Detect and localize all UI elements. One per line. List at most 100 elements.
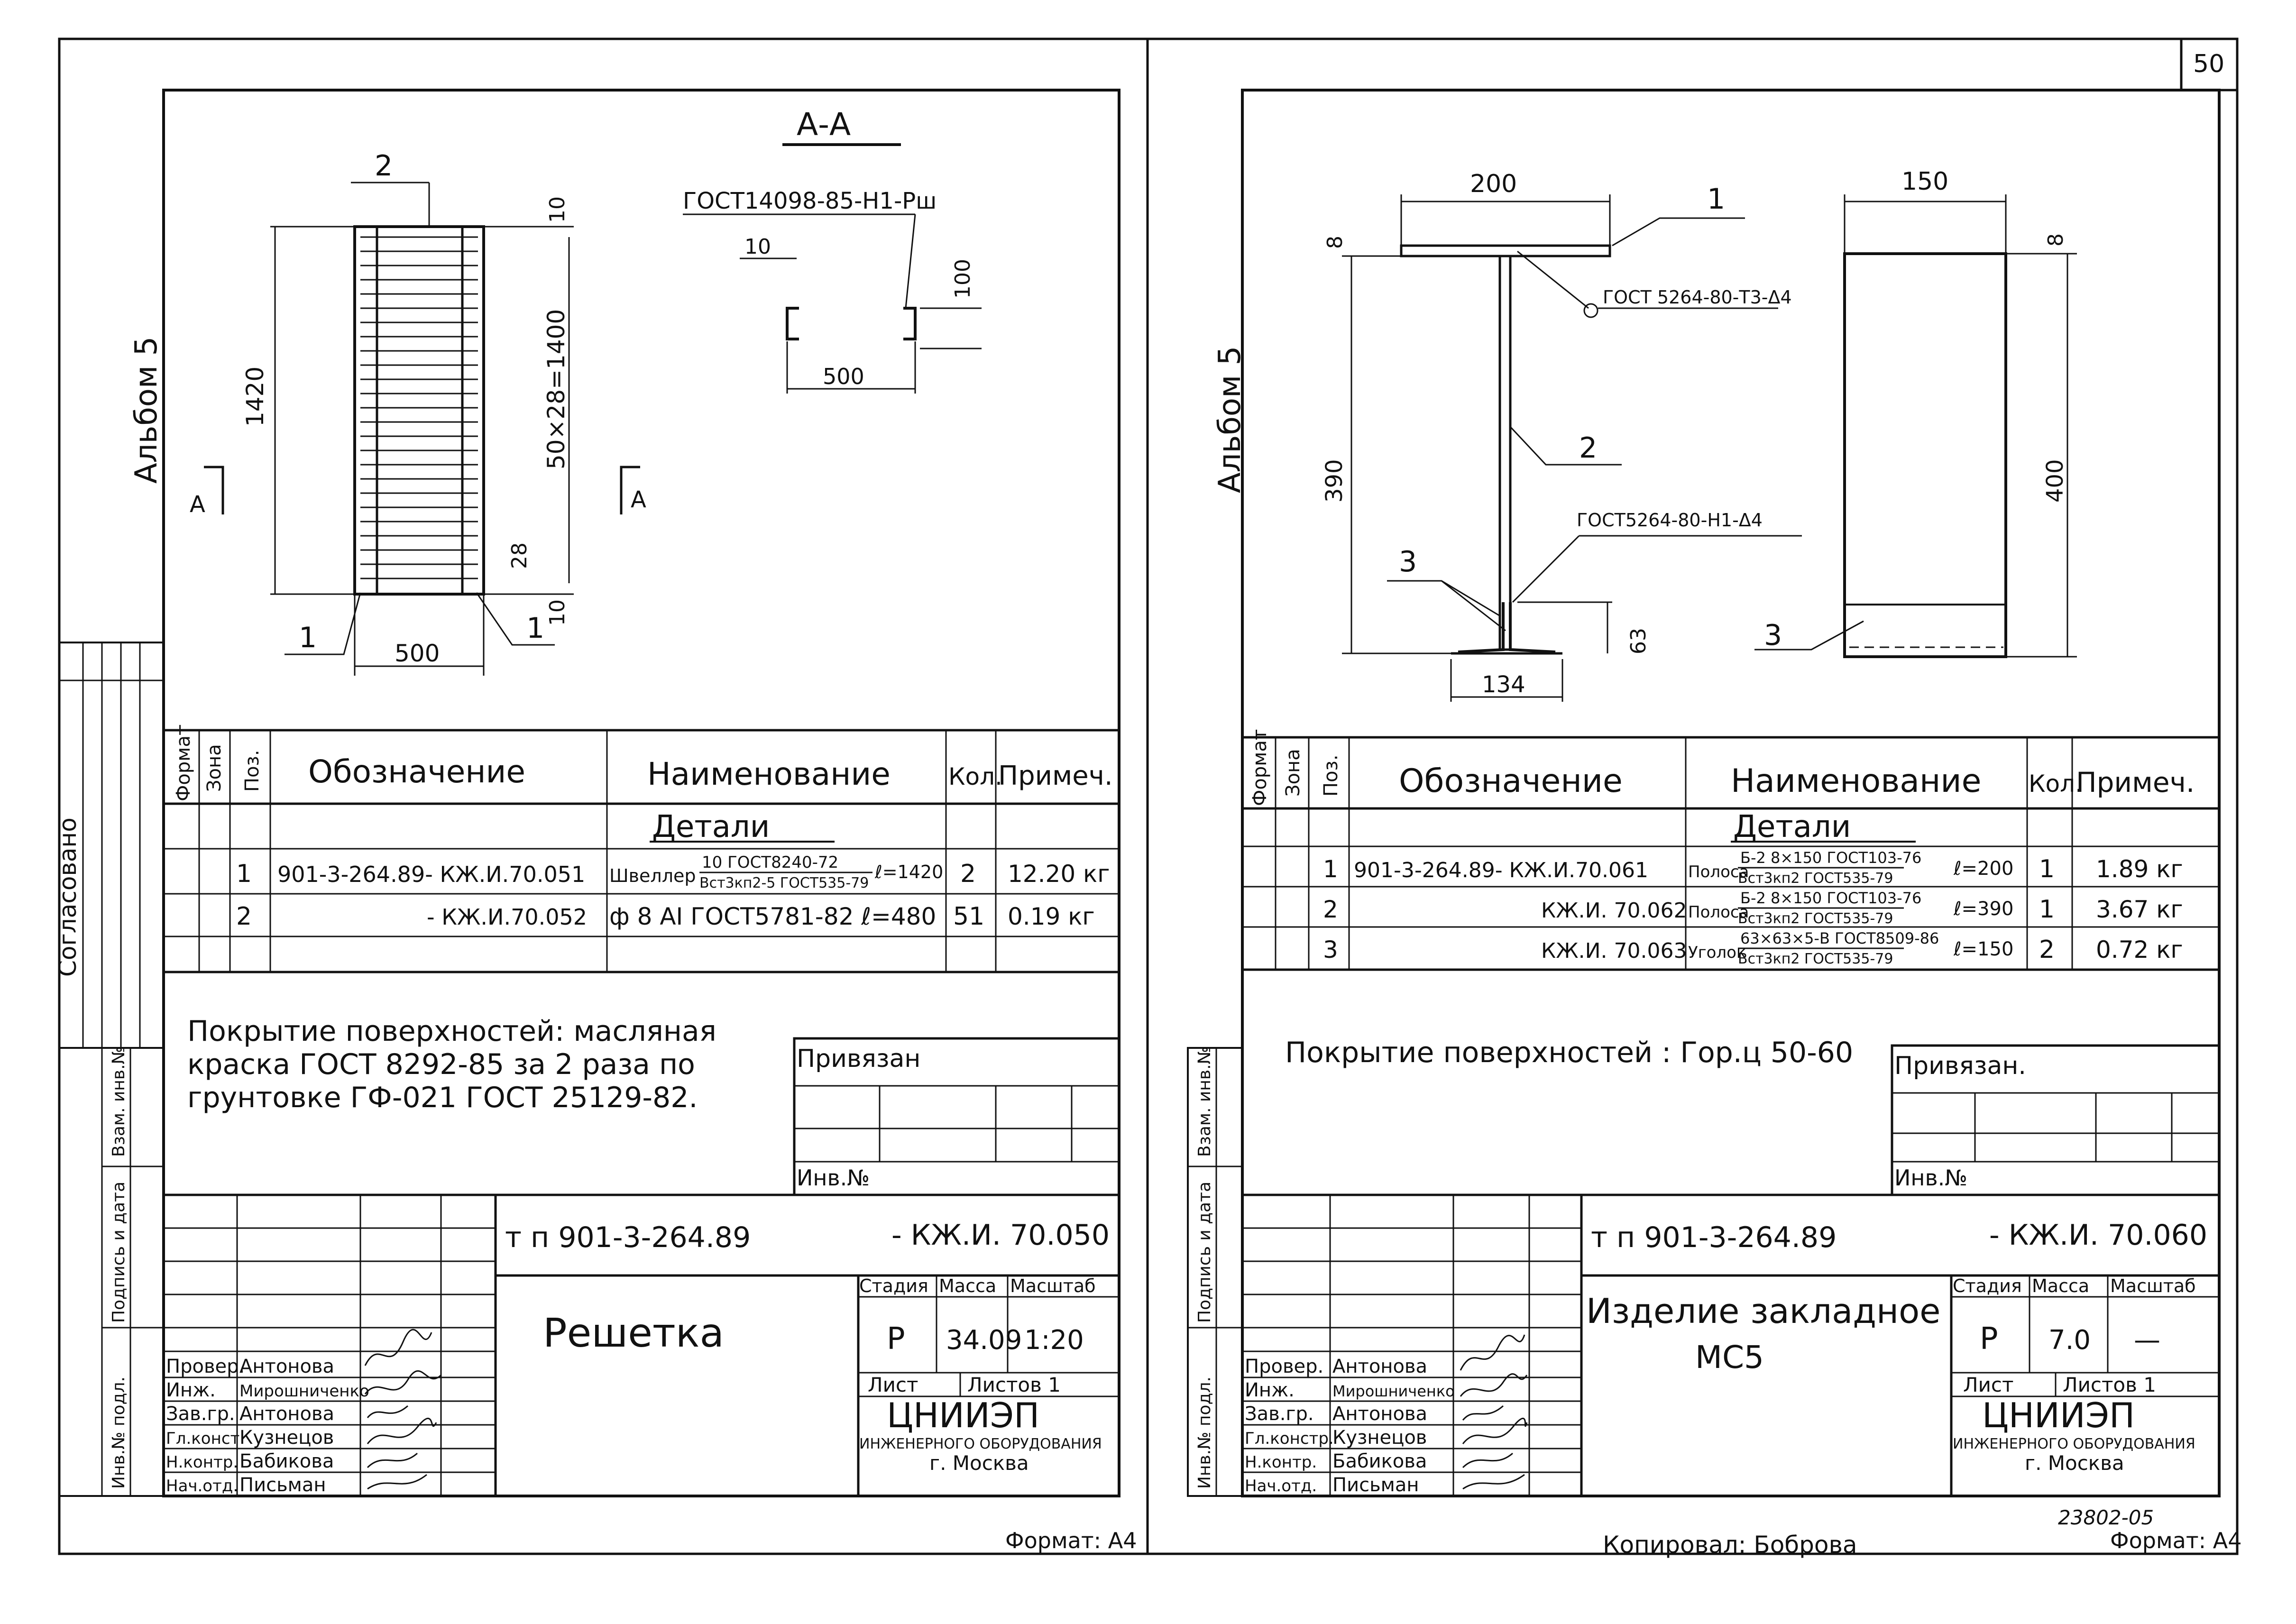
left-scale-label: Масштаб — [1010, 1275, 1096, 1296]
callout-2-right: 2 — [1579, 431, 1597, 465]
r-row2-code: КЖ.И. 70.062 — [1541, 899, 1687, 923]
left-city: г. Москва — [929, 1451, 1029, 1475]
r-row3-code: КЖ.И. 70.063 — [1541, 939, 1687, 963]
dim-150: 150 — [1901, 167, 1948, 196]
left-mass-label: Масса — [939, 1275, 996, 1296]
callout-1-right: 1 — [1707, 183, 1725, 216]
dim-63: 63 — [1626, 628, 1651, 654]
r-row1-length: ℓ=200 — [1953, 858, 2013, 880]
right-doc-project: т п 901-3-264.89 — [1591, 1221, 1837, 1254]
left-stage: Р — [887, 1321, 905, 1357]
right-copied: Копировал: Боброва — [1603, 1531, 1857, 1559]
right-spec-table: Формат Зона Поз. Обозначение Наименовани… — [1242, 729, 2219, 971]
col-format: Формат — [173, 725, 194, 801]
r-row2-pos: 2 — [1323, 896, 1338, 923]
r-row1-bottom: Вст3кп2 ГОСТ535-79 — [1738, 870, 1893, 887]
weld-note-left: ГОСТ14098-85-Н1-Рш — [683, 188, 937, 214]
right-order-no: 23802-05 — [2058, 1506, 2154, 1529]
row2-pos: 2 — [236, 902, 252, 931]
signature-3-left — [367, 1417, 437, 1444]
right-mass: 7.0 — [2048, 1325, 2091, 1356]
r-row1-prefix: Полоса — [1688, 862, 1749, 881]
left-album-label: Альбом 5 — [129, 337, 164, 484]
left-name-0: Антонова — [239, 1356, 334, 1377]
right-format: Формат: А4 — [2110, 1528, 2241, 1553]
left-privyazan-box: Привязан Инв.№ — [793, 1037, 1120, 1196]
right-role-4: Н.контр. — [1245, 1453, 1317, 1472]
section-mark-a-right: А — [631, 486, 646, 513]
group-details: Детали — [652, 809, 770, 844]
left-name-2: Антонова — [239, 1403, 334, 1425]
right-org: ЦНИИЭП — [1982, 1395, 2135, 1435]
left-format: Формат: А4 — [1005, 1528, 1137, 1553]
row1-pos: 1 — [236, 860, 252, 888]
callout-3-right: 3 — [1399, 545, 1417, 578]
col-qty: Кол. — [948, 763, 1002, 790]
right-name-4: Бабикова — [1332, 1450, 1427, 1472]
left-role-4: Н.контр. — [166, 1453, 238, 1472]
r-row2-length: ℓ=390 — [1953, 898, 2013, 920]
dim-10-top: 10 — [545, 196, 569, 223]
dim-500: 500 — [395, 640, 440, 667]
right-title-1: Изделие закладное — [1586, 1291, 1940, 1331]
row1-note: 12.20 кг — [1008, 860, 1110, 888]
left-margin-stamp: Согласовано Взам. инв.№ Подпись и дата И… — [54, 642, 165, 1497]
r-row3-qty: 2 — [2039, 936, 2055, 964]
dim-390: 390 — [1321, 459, 1348, 503]
row1-name-bottom: Вст3кп2-5 ГОСТ535-79 — [699, 875, 869, 891]
dim-chain: 50×28=1400 — [542, 309, 570, 469]
left-name-1: Мирошниченко — [239, 1382, 369, 1401]
r-row3-top: 63×63×5-В ГОСТ8509-86 — [1740, 929, 1939, 947]
dim-400: 400 — [2042, 459, 2068, 503]
row1-code: 901-3-264.89- КЖ.И.70.051 — [277, 862, 585, 887]
col-pos: Поз. — [241, 750, 263, 792]
right-privyazan-box: Привязан. Инв.№ — [1891, 1044, 2221, 1196]
r-col-note: Примеч. — [2076, 766, 2195, 798]
r-col-qty: Кол. — [2029, 770, 2083, 798]
right-name-3: Кузнецов — [1332, 1427, 1427, 1449]
grating-bars — [360, 236, 478, 579]
dim-1420: 1420 — [241, 367, 269, 427]
right-sheet-label: Лист — [1963, 1373, 2013, 1396]
r-row2-prefix: Полоса — [1688, 903, 1749, 922]
right-org-sub: ИНЖЕНЕРНОГО ОБОРУДОВАНИЯ — [1953, 1436, 2195, 1452]
left-role-3: Гл.конст. — [166, 1429, 245, 1448]
section-dim-500: 500 — [823, 364, 864, 389]
right-city: г. Москва — [2025, 1451, 2124, 1475]
r-row1-code: 901-3-264.89- КЖ.И.70.061 — [1354, 858, 1648, 882]
right-mass-label: Масса — [2032, 1275, 2089, 1296]
right-name-1: Мирошниченко — [1332, 1382, 1455, 1400]
right-title-2: МС5 — [1695, 1339, 1764, 1376]
r-group-details: Детали — [1733, 809, 1851, 844]
right-stamp-podpis: Подпись и дата — [1195, 1182, 1214, 1323]
signature-0-left — [364, 1329, 432, 1366]
left-stamp-vzam: Взам. инв.№ — [109, 1046, 129, 1157]
r-row1-note: 1.89 кг — [2096, 855, 2183, 883]
signature-4-left — [367, 1452, 418, 1468]
weld-bottom-right: ГОСТ5264-80-Н1-Δ4 — [1577, 510, 1763, 531]
left-doc-project: т п 901-3-264.89 — [505, 1221, 751, 1254]
r-col-pos: Поз. — [1320, 754, 1342, 797]
r-col-format: Формат — [1249, 729, 1271, 806]
left-sheets-label: Листов 1 — [967, 1373, 1061, 1396]
callout-1b-left: 1 — [526, 612, 544, 645]
signature-1-right — [1460, 1373, 1528, 1397]
r-col-zone: Зона — [1282, 749, 1304, 797]
dim-8a: 8 — [1323, 236, 1347, 249]
row2-name: ф 8 АI ГОСТ5781-82 ℓ=480 — [609, 903, 936, 930]
r-row1-pos: 1 — [1323, 855, 1338, 883]
right-drawing: Альбом 5 200 390 8 63 134 1 ГОСТ 5264-80… — [1212, 167, 2077, 702]
signature-2-right — [1462, 1405, 1504, 1421]
right-role-2: Зав.гр. — [1245, 1403, 1314, 1425]
left-role-2: Зав.гр. — [166, 1403, 235, 1425]
left-coating-line1: Покрытие поверхностей: масляная — [187, 1015, 716, 1048]
right-stamp-vzam: Взам. инв.№ — [1195, 1046, 1214, 1157]
angles-bottom — [1458, 602, 1556, 653]
right-sheet-border — [1146, 37, 2239, 1555]
r-row3-prefix: Уголок — [1688, 943, 1746, 962]
left-soglasovano: Согласовано — [54, 817, 82, 977]
signature-1-left — [364, 1370, 442, 1395]
col-name: Наименование — [647, 756, 891, 792]
r-row3-length: ℓ=150 — [1953, 938, 2013, 960]
